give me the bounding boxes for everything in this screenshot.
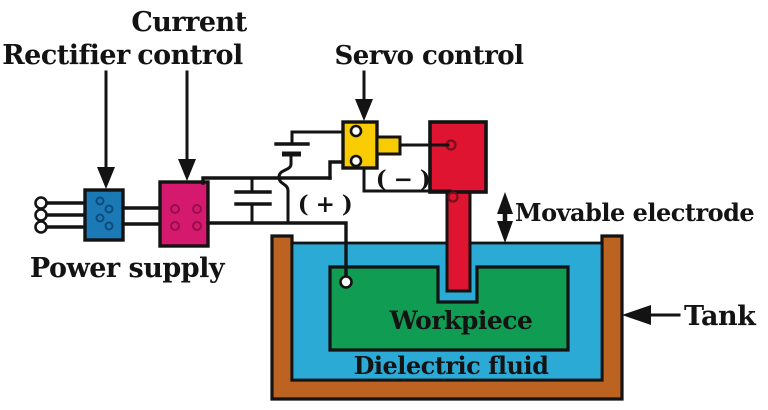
workpiece-label: Workpiece [389,306,533,335]
tank-label: Tank [684,301,757,332]
plus-bus-wire [201,176,332,185]
input-terminal-3 [34,220,48,234]
input-terminal-1 [34,196,48,210]
rectifier-diode-symbols [95,196,114,231]
rectifier-box [83,188,125,242]
current-control-label-line1: Current [131,7,247,38]
tank-pointer-arrow [622,305,681,325]
workpiece-terminal-dot [339,275,353,289]
current-control-contact-symbols [170,204,202,231]
workpiece-supply-wire [206,221,348,281]
electrode-column-terminal [447,191,459,203]
rectifier-label: Rectifier [2,40,131,71]
servo-control-label: Servo control [334,41,524,71]
movable-electrode-label: Movable electrode [515,198,754,227]
electrode-holder-box [428,120,488,194]
servo-control-tab [375,135,402,156]
servo-upper-terminal-wire [290,130,356,146]
servo-terminal-top [349,124,363,138]
power-supply-label: Power supply [30,253,226,284]
electrode-column [445,190,472,293]
input-terminal-2 [34,208,48,222]
servo-control-pointer-arrow [355,70,373,121]
current-control-label-line2: control [137,40,243,71]
servo-terminal-bottom [349,154,363,168]
crossover-hop-wire [277,152,293,225]
movable-electrode-double-arrow [497,192,513,243]
current-control-pointer-arrow [178,70,196,181]
dielectric-fluid-label: Dielectric fluid [354,351,550,380]
minus-terminal-label: ( − ) [376,166,431,193]
plus-terminal-label: ( + ) [298,191,353,218]
servo-to-electrode-wire [362,166,452,193]
workpiece-body [328,265,570,352]
rectifier-pointer-arrow [97,70,115,189]
current-control-box [158,180,210,248]
